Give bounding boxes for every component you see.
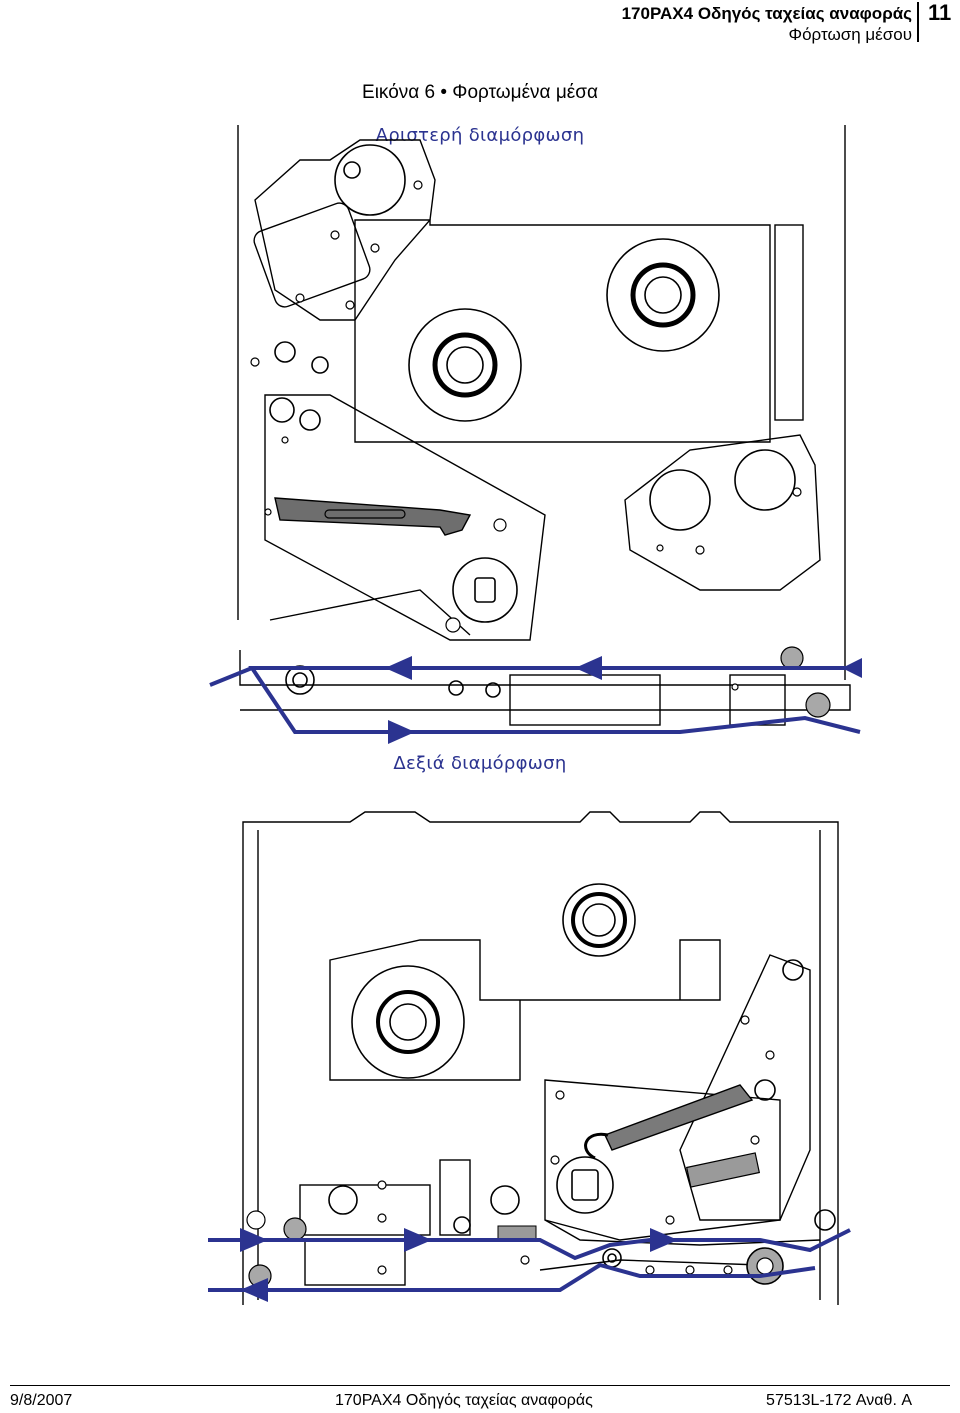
header-section: Φόρτωση μέσου [788,25,912,44]
direction-arrow [404,1228,432,1252]
footer-doc-number: 57513L-172 Αναθ. A [766,1392,912,1409]
direction-arrow [240,1228,268,1252]
media-roller [780,646,804,670]
media-roller [805,692,831,718]
right-configuration-illustration [208,811,851,1305]
footer-date: 9/8/2007 [10,1392,73,1409]
page-number: 11 [928,0,952,25]
printhead-lever [604,1084,754,1151]
direction-arrow [650,1228,678,1252]
figure-caption: Εικόνα 6 • Φορτωμένα μέσα [362,82,598,103]
direction-arrow [842,658,862,678]
left-configuration-label: Αριστερή διαμόρφωση [375,125,585,146]
direction-arrow [385,656,412,680]
media-path-lower [400,715,861,734]
media-roller [283,1217,307,1241]
header-divider [917,2,919,42]
direction-arrow [240,1278,268,1302]
media-path-lower [208,1262,816,1292]
header-title: 170PAX4 Οδηγός ταχείας αναφοράς [621,4,912,23]
left-configuration-illustration [209,125,862,744]
direction-arrow [388,720,415,744]
footer-title: 170PAX4 Οδηγός ταχείας αναφοράς [335,1392,593,1409]
running-header: 170PAX4 Οδηγός ταχείας αναφοράς Φόρτωση … [622,3,912,45]
printhead-lever [274,497,472,536]
footer-divider [10,1385,950,1386]
direction-arrow [575,656,602,680]
right-configuration-label: Δεξιά διαμόρφωση [393,753,567,774]
media-path-upper [248,666,860,734]
media-path-upper [208,1228,851,1261]
